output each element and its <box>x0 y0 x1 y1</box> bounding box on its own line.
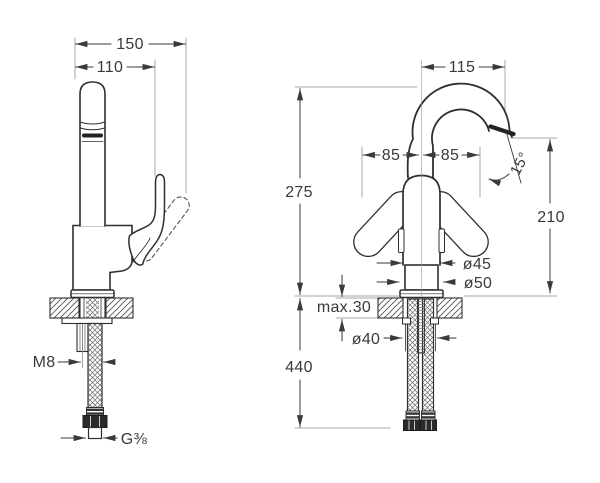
right-extension-lines <box>294 59 558 429</box>
hose-hex-nuts-front <box>403 419 437 431</box>
spout-column-side <box>79 81 106 227</box>
dim-15deg-label: 15° <box>507 149 533 178</box>
dim-115-label: 115 <box>449 59 475 76</box>
gooseneck-spout <box>406 82 516 179</box>
hose-collars-front <box>405 410 436 421</box>
dim-max30-label: max.30 <box>317 299 371 316</box>
flex-hose-side <box>87 322 103 409</box>
clamp-tab-right <box>430 317 439 325</box>
hose-tailpiece-side <box>87 426 103 440</box>
clamp-tab-left <box>402 317 411 325</box>
dim-dia50-label: ø50 <box>464 275 492 292</box>
shank-lines-front <box>405 323 436 352</box>
dim-150-label: 150 <box>116 36 144 53</box>
clamp-washer-side <box>61 317 113 325</box>
mounting-shank-side <box>79 296 106 319</box>
dim-85-left-label: 85 <box>382 147 400 164</box>
hose-hex-nut-side <box>82 415 108 428</box>
handle-side-tab-left <box>398 228 405 253</box>
dim-440-label: 440 <box>285 359 313 376</box>
dim-85-right-label: 85 <box>441 147 459 164</box>
hose-collar-side <box>86 407 104 416</box>
dim-275-label: 275 <box>285 184 313 201</box>
countertop-front <box>377 297 463 319</box>
handle-lever-side <box>128 173 166 266</box>
m8-mounting-stud <box>76 322 89 369</box>
mounting-stud-front <box>417 298 425 354</box>
handle-inner-detail <box>132 237 151 263</box>
faucet-body-side <box>72 224 133 291</box>
dim-dia40-label: ø40 <box>352 331 380 348</box>
handle-side-tab-right <box>438 228 445 253</box>
outlet-angle-annotation: 15° <box>488 130 533 187</box>
dim-dia45-label: ø45 <box>463 256 491 273</box>
left-side-view: 150 110 M8 G⅜ <box>33 36 190 448</box>
label-m8: M8 <box>33 354 56 371</box>
left-extension-lines <box>74 37 187 194</box>
aerator-detail <box>79 121 106 142</box>
label-g38: G⅜ <box>121 431 148 448</box>
dim-210-label: 210 <box>537 209 565 226</box>
right-front-view: 15° <box>285 59 565 431</box>
dim-110-label: 110 <box>97 59 123 76</box>
